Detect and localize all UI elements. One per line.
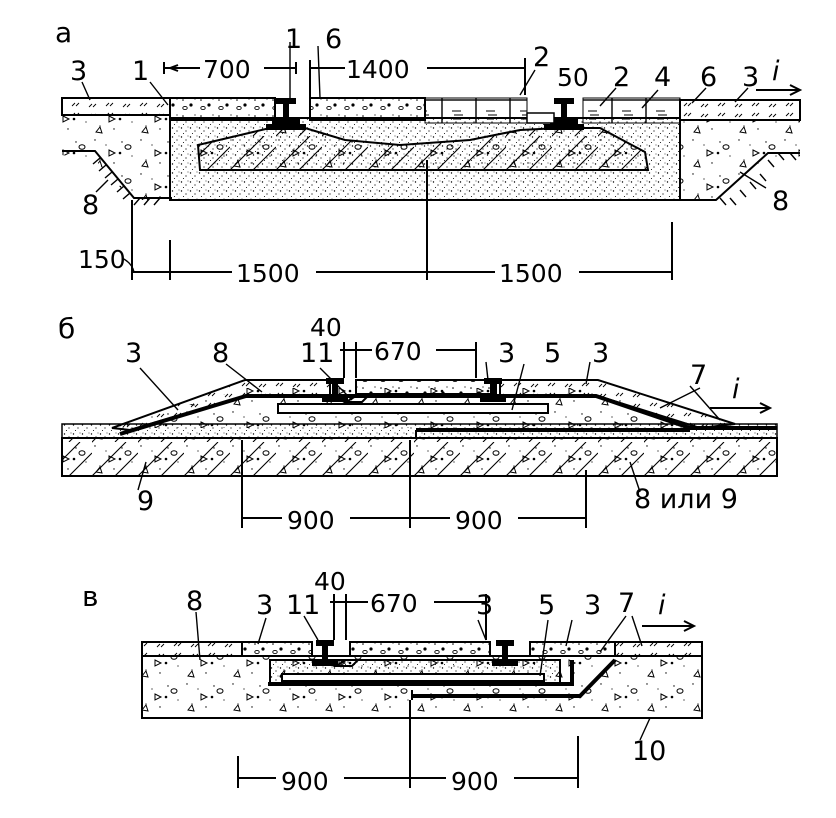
section-b-leaders — [137, 361, 721, 493]
section-a: а — [55, 16, 803, 288]
section-b-material-note: 8 или 9 — [634, 484, 738, 515]
section-a-cobble-mid — [309, 97, 426, 121]
section-c-callout-3-left: 3 — [256, 590, 273, 621]
section-b-callout-8: 8 — [212, 338, 229, 369]
section-a-leaders — [81, 42, 767, 193]
section-c-cobble-mid — [349, 641, 491, 657]
section-a-ground-hatch-left — [92, 157, 161, 206]
section-b-callout-5: 5 — [544, 338, 561, 369]
section-c-surface-left — [141, 641, 243, 657]
section-b-callout-9: 9 — [137, 486, 154, 517]
section-a-ground-left — [62, 115, 170, 200]
section-a-callout-3-left: 3 — [70, 56, 87, 87]
section-b-dim-900-left: 900 — [287, 506, 335, 535]
section-a-dim-700: 700 — [203, 55, 251, 84]
section-c-trough-base — [268, 660, 574, 686]
section-a-callout-50: 50 — [557, 63, 589, 92]
section-c-dim-bottom-line — [237, 700, 579, 788]
section-a-dim-150: 150 — [78, 245, 126, 274]
section-c-cobble-left — [241, 641, 313, 657]
section-c-sleeper-plate — [281, 673, 545, 682]
section-a-ground-right — [680, 120, 800, 200]
section-c-rail-right — [492, 640, 518, 666]
section-c-dim-900-right: 900 — [451, 767, 499, 796]
section-a-asphalt-right — [679, 99, 801, 121]
section-a-dim-1500-left: 1500 — [236, 259, 300, 288]
section-c-callout-5: 5 — [538, 590, 555, 621]
section-a-callout-4: 4 — [654, 62, 671, 93]
section-b: б 670 40 — [58, 312, 778, 535]
section-a-tiles-mid — [424, 97, 528, 124]
section-b-dim-900-right: 900 — [455, 506, 503, 535]
section-a-callout-6-left: 6 — [325, 24, 342, 55]
section-c-lower-plate — [412, 658, 617, 698]
section-b-rail-right — [480, 378, 506, 402]
section-b-callout-3-right: 3 — [592, 338, 609, 369]
section-b-rail-left — [322, 378, 348, 402]
section-a-asphalt-left — [61, 97, 171, 116]
section-a-callout-6-right: 6 — [700, 62, 717, 93]
section-c-callout-11: 11 — [286, 590, 320, 621]
section-b-callout-3-left: 3 — [125, 338, 142, 369]
section-b-surface-mid — [355, 379, 497, 395]
section-c-callout-8: 8 — [186, 586, 203, 617]
section-b-sleeper-plate — [277, 403, 549, 414]
section-a-dim-bottom-line — [131, 160, 673, 280]
section-b-callout-3-mid: 3 — [498, 338, 515, 369]
section-b-hump-base-line — [119, 394, 777, 436]
section-a-ground-hatch-right — [719, 152, 797, 206]
section-c-leaders — [195, 611, 651, 741]
section-a-cobble-left — [169, 97, 276, 121]
section-a-tiles-right — [582, 97, 681, 124]
section-a-rail-left — [266, 98, 306, 130]
section-a-callout-1-left: 1 — [132, 56, 149, 87]
section-c-label: в — [82, 580, 99, 613]
section-c-slope-label: i — [658, 590, 666, 621]
section-a-label: а — [55, 16, 72, 49]
section-a-dim-1500-right: 1500 — [499, 259, 563, 288]
section-b-label: б — [58, 312, 75, 345]
section-a-callout-2-right: 2 — [613, 62, 630, 93]
section-c-slope-arrow — [642, 620, 697, 632]
section-c: в 670 40 90 — [82, 567, 703, 796]
section-b-callout-11: 11 — [300, 338, 334, 369]
section-a-rail-right — [544, 98, 584, 130]
section-b-slope-arrow — [710, 402, 773, 414]
section-a-gap-fill — [526, 112, 555, 124]
section-b-fastening — [342, 395, 371, 403]
section-b-dim-670: 670 — [374, 337, 422, 366]
section-c-callout-10: 10 — [632, 736, 666, 767]
section-a-callout-3-right: 3 — [742, 62, 759, 93]
section-c-cobble-right — [529, 641, 616, 657]
section-a-slope-label: i — [772, 56, 780, 87]
section-c-fastening — [332, 659, 361, 667]
section-a-slope-arrow — [756, 84, 803, 96]
section-b-base-concrete — [61, 437, 778, 477]
section-c-dim-900-left: 900 — [281, 767, 329, 796]
section-c-rail-left — [312, 640, 338, 666]
section-a-dim-1400: 1400 — [346, 55, 410, 84]
section-a-callout-8-left: 8 — [82, 190, 99, 221]
section-b-callout-7: 7 — [690, 360, 707, 391]
section-c-callout-3-mid: 3 — [476, 590, 493, 621]
section-c-dim-670: 670 — [370, 589, 418, 618]
section-a-callout-1-top: 1 — [285, 24, 302, 55]
section-a-callout-8-right: 8 — [772, 186, 789, 217]
section-b-dim-bottom-line — [241, 440, 587, 528]
section-a-callout-2-top: 2 — [533, 42, 550, 73]
section-b-slope-label: i — [732, 374, 740, 405]
section-c-dim-40: 40 — [314, 567, 346, 596]
section-b-dim-40: 40 — [310, 313, 342, 342]
section-c-surface-right — [614, 641, 703, 657]
section-c-callout-7: 7 — [618, 588, 635, 619]
section-a-dim-150-leader — [121, 257, 135, 273]
section-c-callout-3-right: 3 — [584, 590, 601, 621]
